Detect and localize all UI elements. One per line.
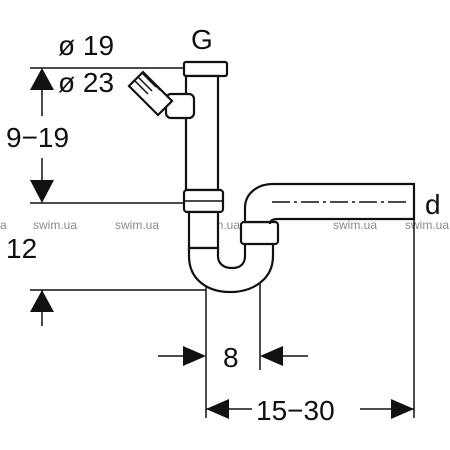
width-dimensions xyxy=(158,346,414,419)
hose-connector xyxy=(127,70,174,117)
watermark-text: swim.ua xyxy=(333,218,377,232)
siphon-body xyxy=(127,60,416,294)
connection-label: G xyxy=(191,24,213,55)
trap-depth-label: 12 xyxy=(6,233,37,264)
watermark-text: swim.ua xyxy=(405,218,449,232)
outlet-range-label: 15−30 xyxy=(256,395,335,426)
inner-offset-label: 8 xyxy=(223,342,239,373)
diameter-small-label: ø 19 xyxy=(58,30,114,61)
watermark-text: swim.ua xyxy=(33,218,77,232)
outlet-nut xyxy=(239,220,280,246)
watermark-text: a xyxy=(0,218,7,232)
outlet-diameter-label: d xyxy=(425,189,441,220)
hose-ribbing xyxy=(133,72,161,95)
arrow-left-icon xyxy=(206,399,229,419)
arrow-up-icon xyxy=(30,290,54,312)
lower-tube xyxy=(187,210,220,250)
height-dimension xyxy=(30,68,54,326)
watermark-text: swim.ua xyxy=(115,218,159,232)
outlet-elbow xyxy=(243,182,416,225)
arrow-right-icon xyxy=(391,399,414,419)
height-range-label: 9−19 xyxy=(6,122,69,153)
tailpiece-pipe xyxy=(184,74,220,192)
arrow-down-icon xyxy=(30,180,54,203)
dimension-labels: G ø 19 ø 23 9−19 12 d 8 15−30 xyxy=(6,24,441,426)
arrow-up-icon xyxy=(30,68,54,90)
top-collar xyxy=(182,60,229,78)
arrow-left-icon xyxy=(260,346,283,366)
arrow-right-icon xyxy=(183,346,206,366)
branch-connector xyxy=(164,92,196,120)
reference-lines xyxy=(30,67,415,418)
diameter-large-label: ø 23 xyxy=(58,67,114,98)
